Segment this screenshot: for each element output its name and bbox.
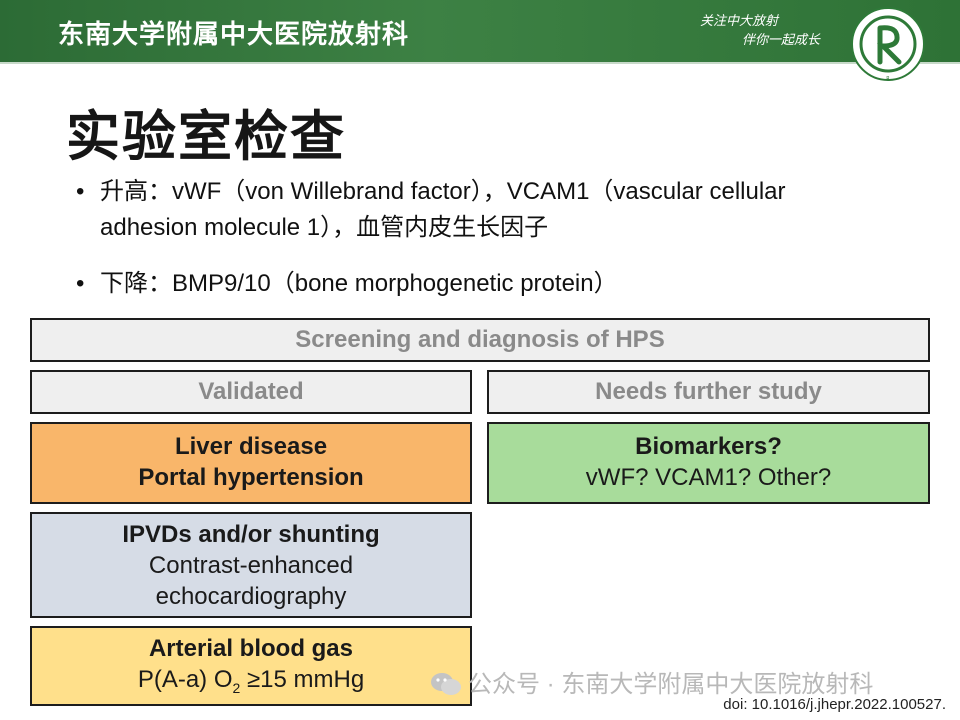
biomarkers-box: Biomarkers? vWF? VCAM1? Other? — [487, 422, 930, 504]
header-slogan: 关注中大放射 伴你一起成长 — [700, 12, 820, 50]
header-title: 东南大学附属中大医院放射科 — [58, 20, 410, 50]
doi-citation: doi: 10.1016/j.jhepr.2022.100527. — [723, 696, 946, 713]
bullet-dot: • — [76, 178, 85, 205]
abg-suffix: ≥15 mmHg — [240, 666, 365, 693]
liver-line-2: Portal hypertension — [138, 464, 364, 491]
bullet-text-line: adhesion molecule 1），血管内皮生长因子 — [100, 214, 549, 241]
slide-title: 实验室检查 — [66, 105, 346, 168]
diagram-top-box: Screening and diagnosis of HPS — [30, 318, 930, 362]
further-study-header-label: Needs further study — [595, 378, 822, 405]
bullet-text-line: 下降：BMP9/10（bone morphogenetic protein） — [100, 270, 618, 297]
diagram-top-label: Screening and diagnosis of HPS — [295, 326, 665, 353]
blood-gas-box: Arterial blood gas P(A-a) O2 ≥15 mmHg — [30, 626, 472, 706]
wechat-watermark: 公众号 · 东南大学附属中大医院放射科 — [430, 664, 873, 699]
slogan-line-1: 关注中大放射 — [700, 14, 779, 29]
abg-line-1: Arterial blood gas — [148, 635, 354, 662]
further-study-header-box: Needs further study — [487, 370, 930, 414]
bullet-text-line: 升高：vWF（von Willebrand factor），VCAM1（vasc… — [100, 178, 786, 205]
ipvd-line-3: echocardiography — [155, 583, 347, 610]
liver-disease-box: Liver disease Portal hypertension — [30, 422, 472, 504]
validated-header-box: Validated — [30, 370, 472, 414]
ipvd-line-2: Contrast-enhanced — [148, 552, 354, 579]
wechat-icon — [431, 673, 461, 695]
logo-letter: R — [886, 76, 890, 82]
biomarkers-line-1: Biomarkers? — [635, 433, 782, 460]
ipvd-line-1: IPVDs and/or shunting — [122, 521, 380, 548]
watermark-text: 公众号 · 东南大学附属中大医院放射科 — [468, 671, 874, 698]
abg-line-2: P(A-a) O2 ≥15 mmHg — [32, 664, 470, 704]
slogan-line-2: 伴你一起成长 — [741, 33, 820, 48]
validated-header-label: Validated — [198, 378, 304, 405]
header-banner: 东南大学附属中大医院放射科 关注中大放射 伴你一起成长 — [0, 0, 960, 64]
abg-prefix: P(A-a) O — [137, 666, 233, 693]
bullet-dot: • — [76, 270, 85, 297]
abg-subscript: 2 — [232, 679, 241, 696]
biomarkers-line-2: vWF? VCAM1? Other? — [585, 464, 832, 491]
liver-line-1: Liver disease — [174, 433, 328, 460]
hospital-logo-icon: R — [851, 7, 925, 82]
ipvd-box: IPVDs and/or shunting Contrast-enhanced … — [30, 512, 472, 618]
